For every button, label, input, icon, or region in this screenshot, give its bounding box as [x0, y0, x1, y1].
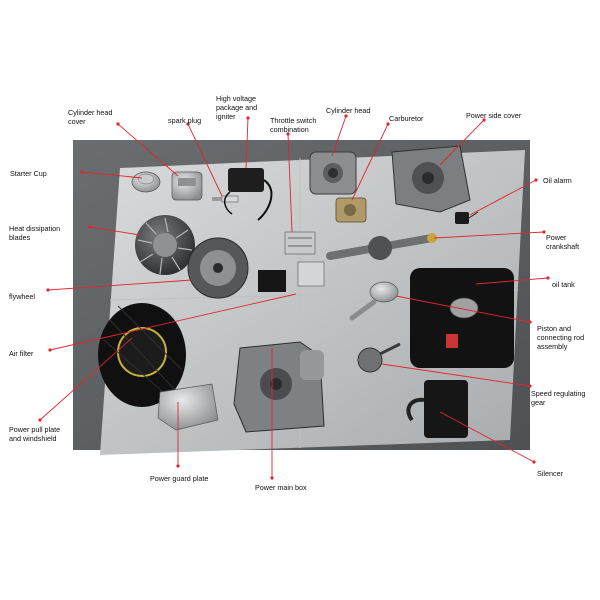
- leader-silencer: [439, 411, 535, 463]
- label-speed-regulating-gear: Speed regulating gear: [531, 389, 586, 407]
- leader-cylinder-head: [331, 115, 347, 157]
- silencer-part: [406, 380, 468, 438]
- power-side-cover-part: [391, 145, 471, 213]
- label-spark-plug: spark plug: [168, 116, 202, 125]
- leader-pull-plate: [39, 337, 133, 421]
- leader-high-voltage: [245, 117, 249, 169]
- crankshaft-part: [326, 233, 437, 260]
- control-module-part: [258, 261, 325, 292]
- cooling-fan-part: [135, 215, 195, 275]
- label-piston-assembly: Piston and connecting rod assembly: [537, 324, 585, 351]
- leader-carburetor: [351, 123, 389, 201]
- recoil-starter-cover-part: [98, 303, 186, 407]
- oil-tank-part: [410, 268, 514, 368]
- label-cylinder-head: Cylinder head: [326, 106, 371, 115]
- display-board: [100, 150, 525, 455]
- leader-lines: [39, 115, 549, 478]
- label-throttle-switch: Throttle switch combination: [270, 116, 317, 134]
- throttle-switch-part: [284, 231, 316, 255]
- label-heat-dissipation-blades: Heat dissipation blades: [9, 224, 61, 242]
- leader-heat-blades: [89, 226, 141, 236]
- crankcase-part: [233, 341, 325, 433]
- leader-air-filter: [49, 293, 297, 351]
- label-cylinder-head-cover: Cylinder head cover: [68, 108, 113, 126]
- label-high-voltage-package: High voltage package and igniter: [216, 94, 258, 121]
- ignition-coil-part: [223, 168, 273, 221]
- label-air-filter: Air filter: [9, 349, 34, 358]
- leader-starter-cup: [81, 171, 143, 179]
- flywheel-part: [187, 237, 249, 299]
- label-flywheel: flywheel: [9, 292, 35, 301]
- label-power-guard-plate: Power guard plate: [150, 474, 209, 483]
- piston-assembly-part: [349, 281, 399, 321]
- leader-flywheel: [47, 279, 193, 291]
- leader-spark-plug: [187, 123, 223, 197]
- oil-alarm-part: [455, 211, 479, 224]
- cylinder-head-part: [309, 151, 357, 195]
- label-oil-tank: oil tank: [552, 280, 575, 289]
- leader-throttle-switch: [287, 133, 293, 233]
- leader-power-side-cover: [439, 119, 485, 166]
- leader-arrowheads: [38, 114, 550, 480]
- label-starter-cup: Starter Cup: [10, 169, 47, 178]
- label-power-pull-plate: Power pull plate and windshield: [9, 425, 61, 443]
- cylinder-head-cover-part: [171, 171, 203, 201]
- spark-plug-part: [212, 195, 239, 203]
- leader-speed-gear: [381, 363, 531, 387]
- label-power-side-cover: Power side cover: [466, 111, 522, 120]
- label-oil-alarm: Oil alarm: [543, 176, 572, 185]
- label-power-main-box: Power main box: [255, 483, 307, 492]
- leader-power-crankshaft: [433, 231, 545, 239]
- starter-cup-part: [131, 171, 161, 193]
- label-power-crankshaft: Power crankshaft: [546, 233, 580, 251]
- label-carburetor: Carburetor: [389, 114, 424, 123]
- leader-oil-alarm: [469, 179, 537, 216]
- label-silencer: Silencer: [537, 469, 563, 478]
- speed-gear-part: [357, 342, 401, 373]
- guard-plate-part: [157, 383, 219, 431]
- carburetor-part: [335, 197, 367, 223]
- leader-cylinder-head-cover: [117, 123, 179, 177]
- leader-piston: [395, 295, 531, 323]
- leader-oil-tank: [475, 277, 549, 285]
